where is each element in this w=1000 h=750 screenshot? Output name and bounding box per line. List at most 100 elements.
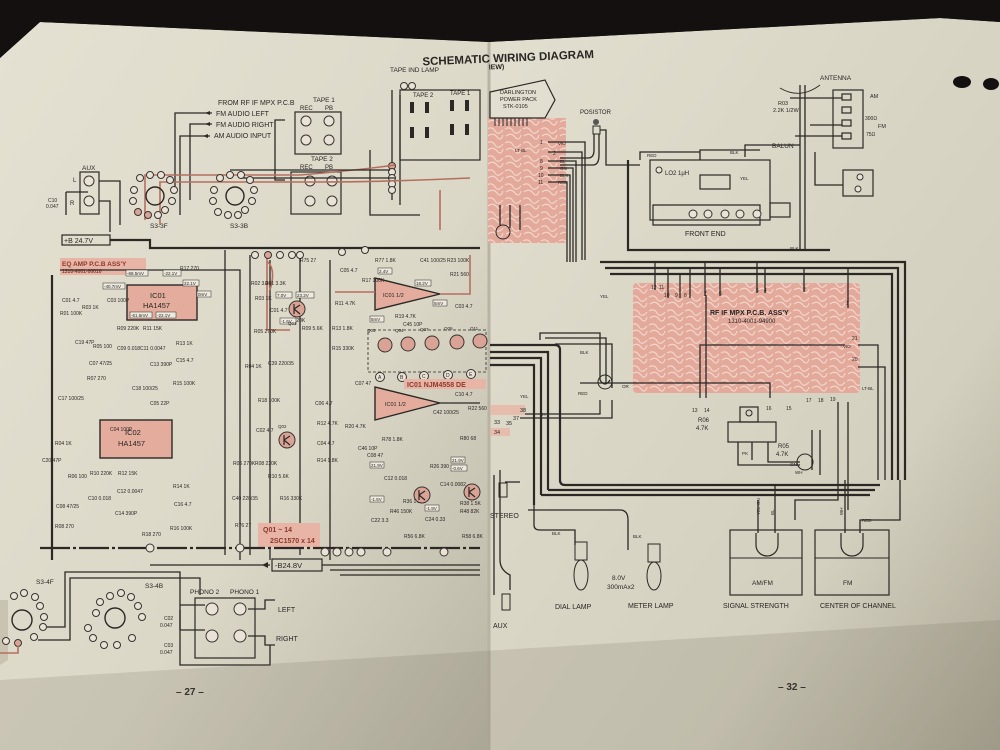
supply-minus-label: -B24.8V — [275, 561, 302, 570]
pcb-pin: 12 — [651, 285, 657, 291]
binder-hole — [983, 78, 999, 90]
wire-color-label: YEL — [740, 176, 749, 181]
component-label: R26 390 — [430, 464, 449, 470]
component-label: R18 100K — [258, 398, 281, 404]
am-label: AM — [870, 94, 879, 100]
component-label: C08 47 — [367, 453, 383, 459]
pcb-pin: 17 — [806, 398, 812, 404]
tape-jacks: TAPE IND LAMP TAPE 1 REC PB TAPE 2 REC P… — [274, 67, 481, 216]
dial-lamp: DIAL LAMP — [555, 541, 592, 611]
ic01-voltage: -40.7mV — [104, 284, 121, 289]
component-label: R36 1.2K — [403, 499, 425, 505]
meter-wiring: R06 4.7K R05 4.7K PK GN WH — [696, 402, 849, 520]
component-label: R09 5.6K — [302, 326, 324, 332]
component-label: R11 4.7K — [335, 301, 356, 307]
ic01-voltage: 0mV — [198, 292, 207, 297]
component-label: C07 47 — [355, 381, 371, 387]
bus-pins — [145, 543, 449, 557]
component-label: C19 47P — [75, 340, 95, 346]
component-label: R22 560 — [468, 406, 487, 412]
component-label: R16 330K — [280, 496, 303, 502]
wire-color-label: VIO — [558, 141, 566, 146]
c02-label: C02 — [164, 616, 173, 622]
meter-face: AM/FM — [752, 580, 773, 587]
eq-amp-part-no: 1310-4001-00010 — [62, 269, 102, 275]
connector-pin: 35 — [506, 421, 512, 427]
tape1-rec: REC — [300, 106, 313, 112]
component-label: R18 270 — [142, 532, 161, 538]
eq-amp-title: EQ AMP P.C.B ASS'Y — [62, 261, 127, 268]
pcb-pin: 14 — [704, 408, 710, 414]
component-label: R10 5.6K — [268, 474, 290, 480]
opamp1-vneg: 5mV — [371, 317, 380, 322]
wire-color-label: YEL — [600, 294, 609, 299]
component-label: C04 4.7 — [317, 441, 335, 447]
ic01-voltage: -61.6mV — [131, 313, 148, 318]
pp-pin: 9 — [540, 166, 543, 172]
pcb-pin: 20 — [852, 357, 858, 363]
supply-plus: +B 24.7V — [61, 234, 480, 250]
opamp1-vout: 5mV — [434, 301, 443, 306]
component-label: C01 4.7 — [62, 298, 80, 304]
component-label: R11 15K — [143, 326, 163, 332]
meter-face: FM — [843, 580, 852, 587]
preamp-section: R02 3.3 R01 3.3K R75 27 R03 1K C01 4.7 R… — [224, 246, 369, 560]
component-label: R06 100 — [68, 474, 87, 480]
input-fm-left: FM AUDIO LEFT — [216, 111, 270, 118]
aux-cap-value: 0.047 — [46, 204, 59, 210]
component-label: C05 22P — [150, 401, 170, 407]
wire-color-label: LT-BL — [515, 148, 527, 153]
ic01-part: HA1457 — [143, 301, 170, 310]
signal-strength-meter: AM/FM SIGNAL STRENGTH YEL-GN BL — [723, 485, 803, 610]
component-label: R03 1K — [82, 305, 99, 311]
eq-amp-pcb: EQ AMP P.C.B ASS'Y 1310-4001-00010 — [50, 258, 241, 560]
pp-pin: 11 — [538, 180, 543, 186]
component-label: R77 1.8K — [375, 258, 397, 264]
harness-left: 38 37 33 35 34 BLK RED YEL GY — [490, 332, 613, 505]
component-label: C10 0.018 — [88, 496, 111, 502]
component-label: C02 4.7 — [256, 428, 274, 434]
transistor-label: Q02 — [278, 424, 287, 429]
ic01-voltage: -22.1V — [157, 313, 170, 318]
pp-pin: 10 — [538, 173, 544, 179]
wire-color-label: LT-BL — [862, 386, 874, 391]
balun-label: BALUN — [772, 143, 794, 150]
component-label: C12 0.018 — [384, 476, 407, 482]
opamp1-vsupply: 18.2V — [416, 281, 428, 286]
meter-wire: WH — [839, 508, 844, 516]
component-label: C17 100/25 — [58, 396, 84, 402]
shadow-overlay — [0, 620, 1000, 750]
output-stage: R20 4.7K C46 10P R78 1.8K C08 47 R80 68 … — [345, 424, 484, 540]
ic01-ha1457: IC01 HA1457 -40.7mV -68.5mV -22.1V 22.1V… — [102, 269, 212, 321]
transistor-label: Q11 — [470, 326, 479, 331]
component-label: C07 47/25 — [89, 361, 112, 367]
voltage-label: -1.5V — [371, 497, 382, 502]
component-label: R46 150K — [390, 509, 413, 515]
switch-s3-4f: S3-4F — [0, 571, 201, 654]
aux-cap: C10 — [48, 198, 57, 204]
component-label: R17 270 — [180, 266, 199, 272]
connector-pin: 38 — [520, 408, 526, 414]
component-label: C20 47P — [42, 458, 62, 464]
front-end: LO2 1μH FRONT END RED BLK YEL BLK — [626, 144, 830, 252]
component-label: C41 100/25 — [420, 258, 446, 264]
phono1-label: PHONO 1 — [230, 589, 260, 596]
opamp-ic01-1: IC01 1/2 2.4V 18.2V 5mV 5mV R77 1.8K C41… — [332, 255, 473, 387]
meter-lamp-label: METER LAMP — [628, 603, 674, 610]
r06-value: 4.7K — [696, 426, 708, 432]
opamp1-vin: 2.4V — [379, 269, 388, 274]
s3-3b-label: S3-3B — [230, 223, 248, 230]
transistor-label: Q03 — [367, 328, 376, 333]
tape-switch-2: TAPE 2 — [413, 93, 434, 99]
component-label: C14 390P — [115, 511, 138, 517]
pcb-pin: 19 — [830, 397, 836, 403]
wire-color-label: BLK — [790, 246, 799, 251]
component-label: R17 100K — [362, 278, 385, 284]
component-label: R12 4.7K — [317, 421, 339, 427]
component-label: C12 0.0047 — [117, 489, 143, 495]
component-label: R16 100K — [170, 526, 193, 532]
component-label: R15 100K — [173, 381, 196, 387]
component-label: C03 4.7 — [455, 304, 473, 310]
component-label: R13 1K — [176, 341, 193, 347]
